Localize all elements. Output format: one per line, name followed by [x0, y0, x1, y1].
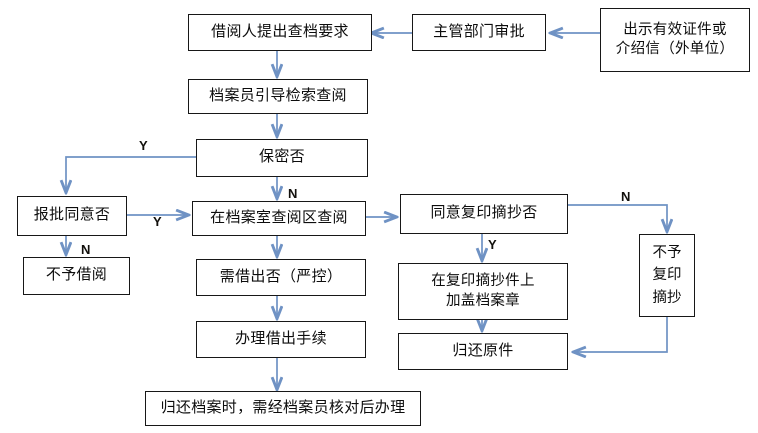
node-need-lend[interactable]: 需借出否（严控） [196, 259, 366, 296]
edge-label-confidential-no: N [288, 186, 298, 201]
node-stamp-copy[interactable]: 在复印摘抄件上 加盖档案章 [398, 263, 568, 320]
edge-label-report-no: N [81, 242, 91, 257]
node-confidential[interactable]: 保密否 [196, 139, 368, 177]
node-read-in-room[interactable]: 在档案室查阅区查阅 [192, 201, 366, 236]
edge-label-confidential-yes: Y [139, 138, 148, 153]
node-allow-copy[interactable]: 同意复印摘抄否 [400, 194, 568, 234]
edge-confidential-yes-to-report [66, 156, 196, 192]
node-no-lending[interactable]: 不予借阅 [23, 257, 130, 295]
node-request[interactable]: 借阅人提出查档要求 [188, 14, 372, 51]
node-report-approve[interactable]: 报批同意否 [17, 196, 127, 236]
edge-label-copy-yes: Y [488, 237, 497, 252]
edge-nocopy-to-return-original [574, 317, 668, 352]
node-no-copy[interactable]: 不予 复印 摘抄 [639, 234, 695, 317]
edge-label-report-yes: Y [153, 214, 162, 229]
node-guide[interactable]: 档案员引导检索查阅 [188, 79, 368, 114]
node-return-original[interactable]: 归还原件 [398, 333, 568, 370]
edge-label-copy-no: N [621, 189, 631, 204]
node-lend-procedure[interactable]: 办理借出手续 [196, 321, 366, 358]
node-credentials[interactable]: 出示有效证件或 介绍信（外单位） [600, 8, 750, 72]
edge-allowcopy-no-to-nocopy [568, 204, 667, 231]
node-approval[interactable]: 主管部门审批 [412, 14, 546, 51]
node-return-archive[interactable]: 归还档案时，需经档案员核对后办理 [145, 391, 421, 426]
